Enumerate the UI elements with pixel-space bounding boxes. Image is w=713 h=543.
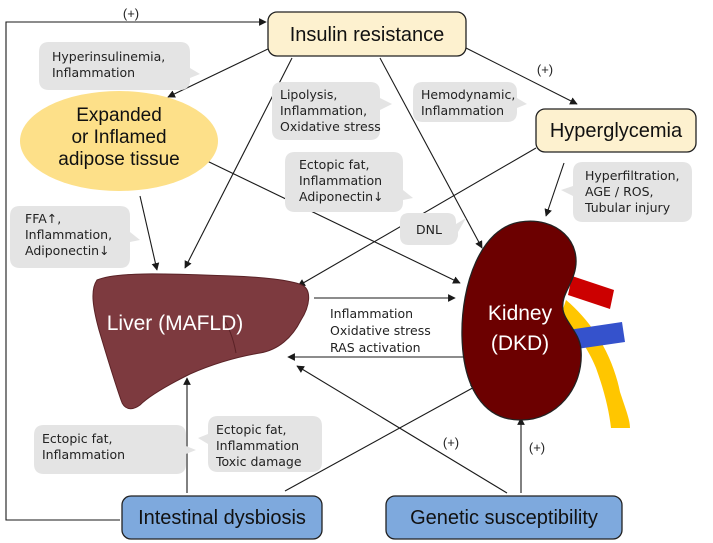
note-hemodynamic: Hemodynamic,Inflammation bbox=[413, 82, 527, 122]
arrow-adipose-kidney bbox=[204, 159, 461, 284]
kidney-label: (DKD) bbox=[491, 332, 549, 355]
node-label: Genetic susceptibility bbox=[410, 507, 598, 529]
note-ectopic-bottom-left: Ectopic fat,Inflammation bbox=[34, 425, 196, 474]
note-line: FFA↑, bbox=[25, 211, 61, 226]
plus-label-insulin-hyperglycemia: (+) bbox=[537, 62, 553, 77]
svg-text:Hyperfiltration,AGE / ROS,Tubu: Hyperfiltration,AGE / ROS,Tubular injury bbox=[584, 168, 680, 215]
node-genetic-susceptibility: Genetic susceptibility bbox=[385, 495, 623, 540]
note-bubble bbox=[198, 416, 322, 472]
renal-artery bbox=[568, 276, 614, 309]
arrow-dysbiosis-insulin-feedback bbox=[5, 18, 267, 521]
svg-text:Kidney(DKD): Kidney (DKD) bbox=[488, 302, 553, 355]
note-line: Inflammation bbox=[330, 306, 413, 321]
note-hyperfiltration: Hyperfiltration,AGE / ROS,Tubular injury bbox=[561, 162, 692, 222]
svg-text:Lipolysis,Inflammation,Oxidati: Lipolysis,Inflammation,Oxidative stress bbox=[280, 87, 381, 134]
arrow-genetic-liver bbox=[296, 365, 508, 494]
note-line: Inflammation bbox=[52, 65, 135, 80]
svg-text:Hemodynamic,Inflammation: Hemodynamic,Inflammation bbox=[421, 87, 515, 118]
note-line: Inflammation bbox=[216, 438, 299, 453]
note-line: RAS activation bbox=[330, 340, 421, 355]
note-bubble bbox=[10, 206, 140, 268]
note-line: Tubular injury bbox=[584, 200, 671, 215]
svg-text:Ectopic fat,Inflammation: Ectopic fat,Inflammation bbox=[42, 431, 125, 462]
note-line: Toxic damage bbox=[215, 454, 302, 469]
node-label: Hyperglycemia bbox=[550, 120, 683, 142]
plus-label-feedback: (+) bbox=[123, 6, 139, 21]
note-bubble bbox=[561, 162, 692, 222]
svg-text:FFA↑,Inflammation,Adiponectin↓: FFA↑,Inflammation,Adiponectin↓ bbox=[25, 211, 112, 258]
note-line: Inflammation bbox=[42, 447, 125, 462]
node-hyperglycemia: Hyperglycemia bbox=[535, 108, 697, 153]
liver-shape bbox=[92, 273, 310, 410]
node-intestinal-dysbiosis: Intestinal dysbiosis bbox=[121, 495, 323, 540]
note-line: Ectopic fat, bbox=[299, 157, 370, 172]
note-line: Hemodynamic, bbox=[421, 87, 515, 102]
plus-label-genetic-liver: (+) bbox=[443, 435, 459, 450]
node-label: Intestinal dysbiosis bbox=[138, 507, 306, 529]
note-lipolysis: Lipolysis,Inflammation,Oxidative stress bbox=[272, 82, 392, 140]
node-label: or Inflamed bbox=[71, 127, 166, 148]
note-line: Inflammation, bbox=[25, 227, 112, 242]
note-bubble bbox=[400, 213, 466, 245]
svg-text:Hyperinsulinemia,Inflammation: Hyperinsulinemia,Inflammation bbox=[52, 49, 165, 80]
arrow-hyperglycemia-kidney bbox=[544, 162, 565, 217]
note-line: AGE / ROS, bbox=[585, 184, 654, 199]
note-bubble bbox=[272, 82, 392, 140]
note-line: Oxidative stress bbox=[280, 119, 381, 134]
liver-label: Liver (MAFLD) bbox=[107, 312, 244, 335]
note-line: DNL bbox=[416, 222, 442, 237]
arrow-insulin-kidney bbox=[379, 57, 483, 249]
note-line: Ectopic fat, bbox=[42, 431, 113, 446]
kidney-shape bbox=[461, 220, 582, 421]
arrow-dysbiosis-kidney bbox=[284, 384, 479, 492]
note-hyperinsulinemia: Hyperinsulinemia,Inflammation bbox=[39, 42, 200, 90]
liver-lobe-line bbox=[221, 316, 237, 354]
node-label: Insulin resistance bbox=[290, 24, 445, 46]
note-ffa: FFA↑,Inflammation,Adiponectin↓ bbox=[10, 206, 140, 268]
kidney-organ: Kidney (DKD) bbox=[461, 220, 630, 428]
note-line: Lipolysis, bbox=[280, 87, 337, 102]
arrow-insulin-hyperglycemia bbox=[465, 47, 578, 105]
node-insulin-resistance: Insulin resistance bbox=[267, 11, 467, 57]
renal-vein bbox=[568, 322, 625, 350]
note-line: Hyperfiltration, bbox=[585, 168, 680, 183]
note-bubble bbox=[285, 152, 413, 212]
note-dnl: DNL bbox=[400, 213, 466, 245]
note-line: Inflammation, bbox=[280, 103, 367, 118]
note-line: Hyperinsulinemia, bbox=[52, 49, 165, 64]
kidney-label: Kidney bbox=[488, 302, 553, 325]
note-bubble bbox=[413, 82, 527, 122]
liver-organ: Liver (MAFLD) bbox=[92, 273, 310, 410]
note-line: Inflammation bbox=[421, 103, 504, 118]
note-bubble bbox=[39, 42, 200, 90]
plus-label-genetic-kidney: (+) bbox=[529, 440, 545, 455]
arrow-adipose-liver bbox=[139, 195, 160, 271]
note-line: Inflammation bbox=[299, 173, 382, 188]
note-line: Adiponectin↓ bbox=[299, 189, 384, 204]
note-line: Adiponectin↓ bbox=[25, 243, 110, 258]
node-label: Expanded bbox=[76, 105, 162, 126]
note-line: Ectopic fat, bbox=[216, 422, 287, 437]
note-bubble bbox=[34, 425, 196, 474]
note-line: Oxidative stress bbox=[330, 323, 431, 338]
node-label: adipose tissue bbox=[58, 149, 179, 170]
